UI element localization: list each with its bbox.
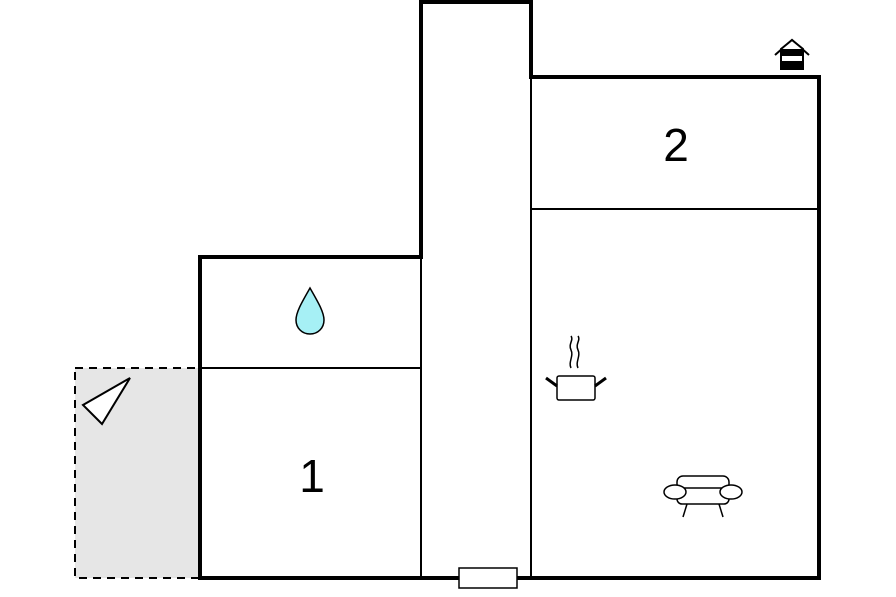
bathroom-water-drop-icon: [295, 286, 325, 335]
entrance-house-icon: [774, 38, 810, 70]
living-room-sofa-icon: [663, 475, 743, 518]
kitchen-cooking-pot-icon: [545, 335, 607, 401]
room-label-2: 2: [663, 119, 689, 171]
interior-walls: [200, 77, 819, 578]
terrace-direction-icon: [81, 377, 131, 426]
building-interior: [200, 2, 819, 578]
room-label-1: 1: [299, 450, 325, 502]
door-marker-icon: [458, 567, 518, 589]
outer-walls: [198, 0, 821, 580]
